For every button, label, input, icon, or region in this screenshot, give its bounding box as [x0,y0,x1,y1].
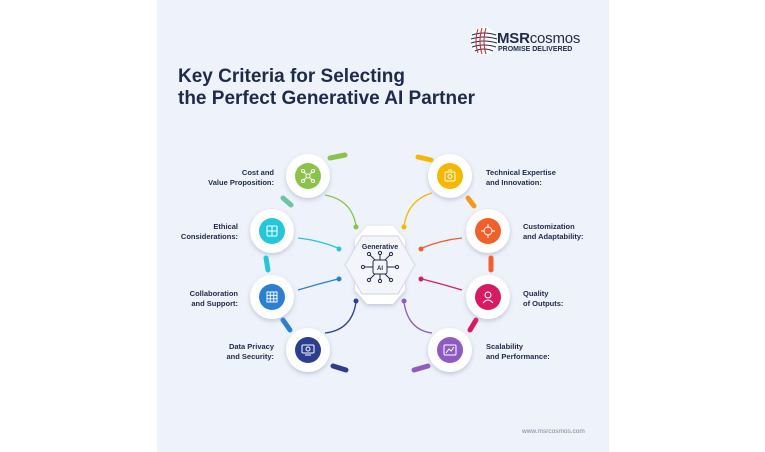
connector-ethical [297,237,339,249]
ai-chip-text: AI [377,266,383,272]
customization-icon [481,224,495,238]
ethics-icon [266,225,278,237]
quality-icon [482,291,494,304]
arc-segment-collab [280,317,293,333]
expertise-icon [444,169,456,182]
collaboration-icon [266,291,278,303]
connector-cost [324,194,357,227]
arc-segment-ethical-top [280,195,294,208]
connector-custom [421,237,463,249]
connector-dot-privacy [353,298,359,304]
connector-dot-cost [353,224,359,230]
circle-scalability [428,328,472,372]
arc-segment-scalability [411,363,431,373]
connector-dot-quality [418,276,424,282]
brand-tagline: PROMISE DELIVERED [498,46,573,53]
footer-url[interactable]: www.msrcosmos.com [522,428,585,435]
center-label: Generative [361,244,399,251]
connector-collab [297,278,339,291]
scalability-icon [443,344,457,356]
circle-technical [428,154,472,198]
circle-quality [466,275,510,319]
connector-dot-technical [401,224,407,230]
arc-segment-ethical [263,255,271,273]
connector-dot-collab [336,276,342,282]
arc-segment-technical [415,154,434,163]
brand-name: MSRcosmos [497,30,581,47]
circle-collab [250,275,294,319]
connector-scalability [403,301,433,334]
connector-dot-ethical [336,246,342,252]
arc-segment-quality [467,317,479,333]
title-line-2: the Perfect Generative AI Partner [178,88,476,109]
msrcosmos-logo-icon [470,27,498,55]
privacy-icon [301,344,315,356]
circle-ethical [250,209,294,253]
title-line-1: Key Criteria for Selecting [178,66,406,87]
arc-segment-privacy [330,363,349,373]
circle-custom [466,209,510,253]
network-icon [301,169,315,183]
circle-privacy [286,328,330,372]
ai-circuit-icon [360,250,400,284]
circle-cost [286,154,330,198]
connector-technical [403,192,433,227]
connector-quality [421,278,463,291]
arc-segment-cost [327,152,348,161]
connector-privacy [324,301,357,334]
connector-dot-custom [418,246,424,252]
arc-segment-technical-low [465,195,477,209]
connector-dot-scalability [401,298,407,304]
page-title: Key Criteria for Selecting the Perfect G… [178,66,475,110]
